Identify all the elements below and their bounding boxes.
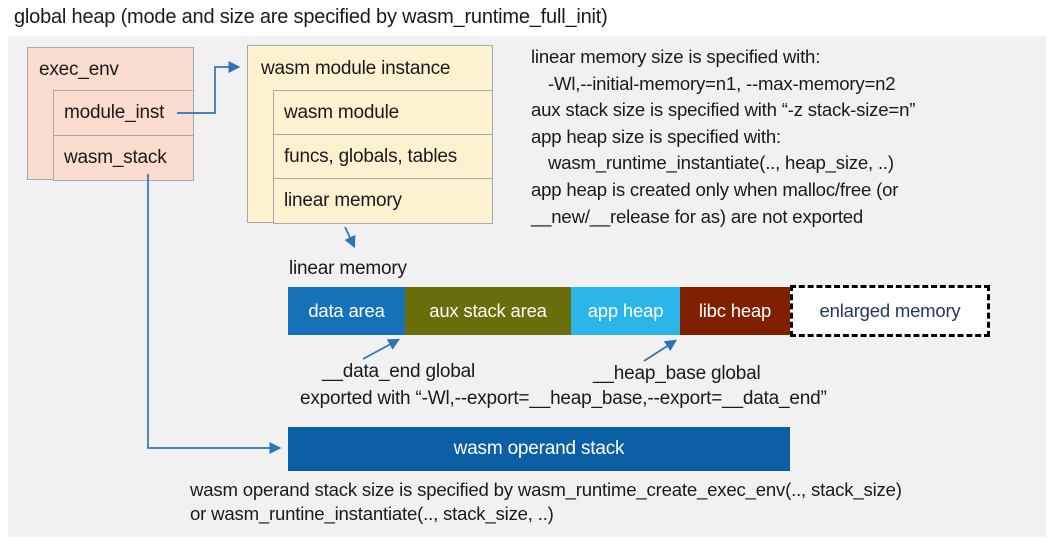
note-line: wasm operand stack size is specified by … — [190, 479, 902, 500]
wasm-operand-stack-label: wasm operand stack — [453, 438, 625, 459]
linear-memory-bar: data area aux stack area app heap libc h… — [288, 285, 990, 337]
segment-label: enlarged memory — [819, 300, 961, 321]
exec-env-field-module-inst: module_inst — [53, 90, 194, 136]
note-line: __new/__release for as) are not exported — [531, 205, 864, 227]
diagram-title: global heap (mode and size are specified… — [14, 6, 608, 28]
segment-label: data area — [308, 300, 385, 321]
segment-data-area: data area — [288, 287, 405, 335]
segment-label: aux stack area — [429, 300, 547, 321]
note-line: aux stack size is specified with “-z sta… — [531, 99, 916, 121]
note-line: app heap size is specified with: — [531, 125, 781, 147]
module-instance-field-linear-memory: linear memory — [273, 178, 493, 224]
note-line: wasm_runtime_instantiate(.., heap_size, … — [548, 152, 894, 174]
module-instance-box: wasm module instance wasm module funcs, … — [247, 45, 493, 224]
exported-with-label: exported with “-Wl,--export=__heap_base,… — [300, 388, 827, 409]
exec-env-title: exec_env — [39, 59, 119, 80]
exec-env-box: exec_env module_inst wasm_stack — [27, 47, 194, 181]
note-line: linear memory size is specified with: — [531, 46, 821, 67]
segment-libc-heap: libc heap — [680, 287, 790, 335]
module-instance-title: wasm module instance — [261, 58, 451, 79]
exec-env-field-wasm-stack: wasm_stack — [53, 135, 194, 181]
module-instance-field-wasm-module: wasm module — [273, 90, 493, 135]
data-end-global-label: __data_end global — [322, 361, 475, 382]
module-instance-field-funcs-globals-tables: funcs, globals, tables — [273, 134, 493, 179]
note-line: -Wl,--initial-memory=n1, --max-memory=n2 — [548, 72, 896, 94]
wasm-operand-stack-bar: wasm operand stack — [288, 427, 790, 471]
segment-label: libc heap — [698, 300, 772, 321]
linear-memory-label: linear memory — [289, 258, 407, 279]
note-line: app heap is created only when malloc/fre… — [531, 178, 899, 200]
heap-base-global-label: __heap_base global — [593, 363, 761, 384]
segment-label: app heap — [587, 300, 664, 321]
segment-enlarged-memory: enlarged memory — [790, 285, 990, 337]
linear-memory-notes: linear memory size is specified with: -W… — [531, 44, 915, 230]
segment-app-heap: app heap — [571, 287, 680, 335]
operand-stack-notes: wasm operand stack size is specified by … — [190, 478, 902, 525]
segment-aux-stack-area: aux stack area — [405, 287, 571, 335]
note-line: or wasm_runtine_instantiate(.., stack_si… — [190, 502, 554, 524]
